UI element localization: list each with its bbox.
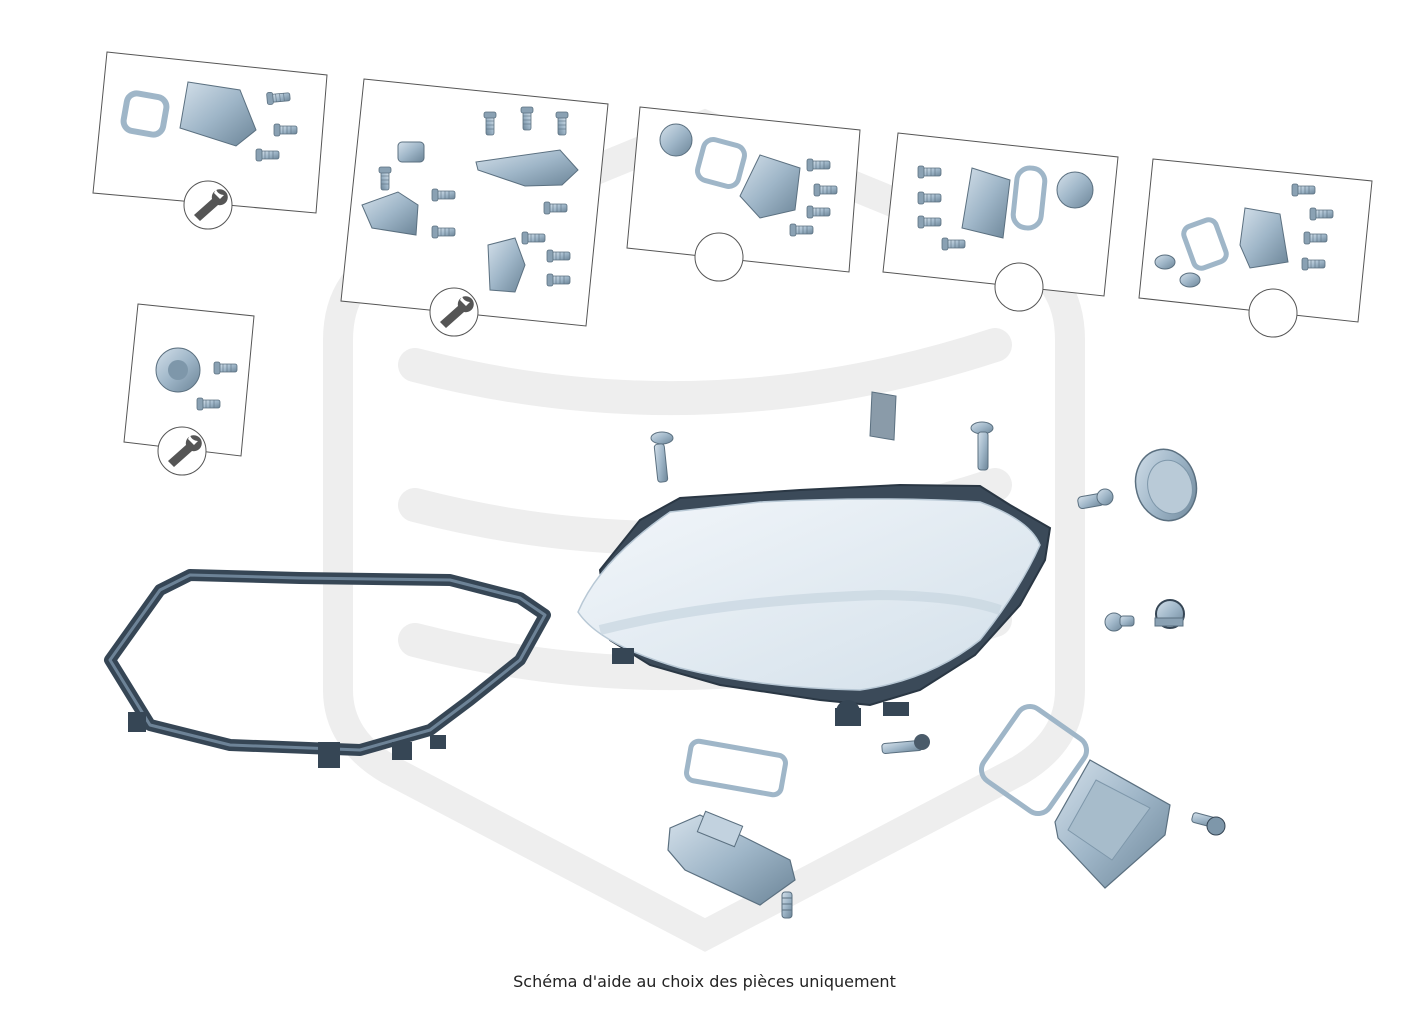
headlight-frame-gasket[interactable]	[104, 569, 551, 768]
cap-cover[interactable]	[1128, 442, 1205, 527]
seal-gasket-right[interactable]	[976, 701, 1092, 819]
parts-panel-1[interactable]	[92, 51, 328, 230]
label-plate[interactable]	[869, 391, 897, 441]
parts-panel-5[interactable]	[1138, 158, 1373, 338]
control-unit-left[interactable]	[667, 810, 796, 906]
bottom-screw[interactable]	[881, 734, 930, 754]
wrench-icon[interactable]	[183, 180, 233, 230]
spring[interactable]	[781, 891, 793, 919]
bulb[interactable]	[1077, 488, 1114, 510]
control-unit-right[interactable]	[1054, 759, 1171, 889]
bulb-socket[interactable]	[1154, 599, 1185, 629]
circle-icon[interactable]	[994, 262, 1044, 312]
top-screw-right[interactable]	[970, 421, 994, 471]
parts-panel-3[interactable]	[626, 106, 861, 282]
parts-panel-2[interactable]	[340, 78, 609, 337]
small-bulb[interactable]	[1104, 612, 1135, 632]
parts-panel-4[interactable]	[882, 132, 1119, 312]
parts-panel-6[interactable]	[123, 303, 255, 476]
wrench-icon[interactable]	[429, 287, 479, 337]
circle-icon[interactable]	[1248, 288, 1298, 338]
mounting-bolt[interactable]	[1191, 812, 1226, 836]
wrench-icon[interactable]	[157, 426, 207, 476]
seal-gasket-left[interactable]	[684, 738, 788, 798]
headlight-housing[interactable]	[577, 483, 1052, 726]
circle-icon[interactable]	[694, 232, 744, 282]
top-screw-left[interactable]	[650, 431, 674, 483]
diagram-caption: Schéma d'aide au choix des pièces unique…	[513, 972, 896, 991]
